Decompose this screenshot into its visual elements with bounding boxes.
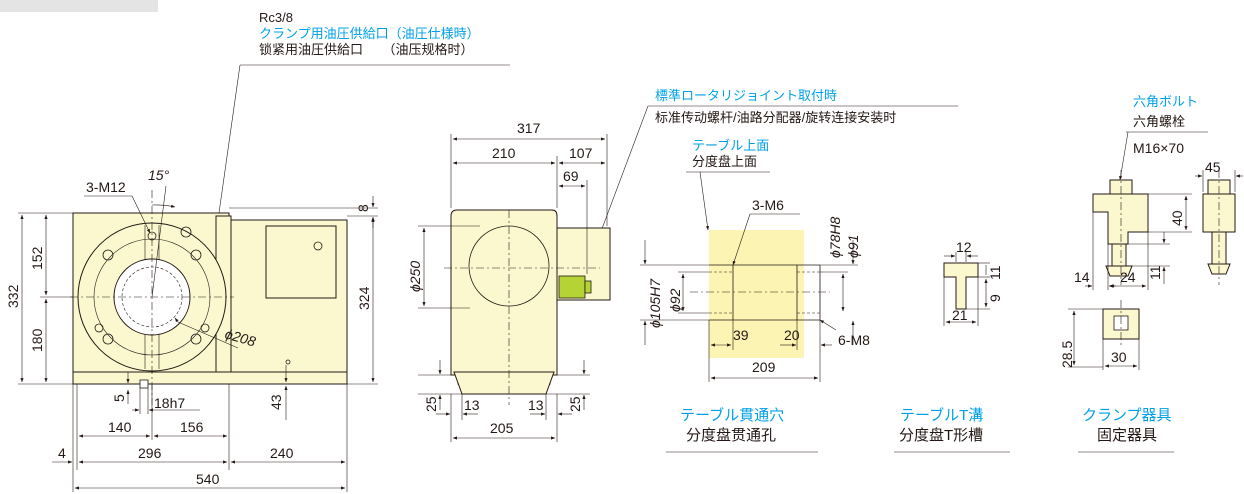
dim-side-total: 317 (517, 120, 541, 136)
side-foot (453, 371, 555, 395)
port-label-jp: クランプ用油圧供給口（油圧仕様時） (259, 26, 480, 41)
clamp-dim-c: 11 (1147, 265, 1163, 280)
clamp-block (1092, 193, 1149, 245)
dia-bore: ϕ92 (667, 288, 683, 312)
dim-lower: 180 (29, 328, 45, 352)
side-body (450, 209, 558, 376)
dim-foot-w-right: 13 (528, 397, 544, 413)
hole-caption-cn: 分度盘贯通孔 (686, 426, 776, 444)
clamp-dim-d: 28.5 (1059, 341, 1075, 368)
clamp-dim-e: 30 (1111, 349, 1127, 365)
dim-slot-width: 18h7 (154, 395, 185, 411)
t-caption-cn: 分度盘T形槽 (899, 426, 983, 444)
angle-label: 15° (148, 167, 170, 183)
bolt-jp: 六角ボルト (1133, 94, 1198, 109)
hole-caption-jp: テーブル貫通穴 (680, 406, 784, 424)
bolt-cn: 六角螺栓 (1133, 114, 1185, 129)
bolt-label: 3-M12 (86, 179, 126, 195)
surface-cn: 分度盘上面 (692, 154, 757, 169)
hole-highlight (709, 230, 804, 358)
clamp-dim-height: 40 (1169, 210, 1185, 226)
motor-cover (265, 225, 337, 299)
rotary-joint-jp: 標準ロータリジョイント取付時 (655, 88, 837, 103)
dim-upper: 152 (29, 246, 45, 270)
t-slot-shape (943, 262, 979, 310)
t-caption-jp: テーブルT溝 (900, 406, 983, 424)
tap-bottom: 6-M8 (838, 332, 870, 348)
dim-height-total: 332 (5, 284, 21, 308)
clamp-dim-b: 24 (1120, 269, 1136, 285)
dim-right-height: 324 (356, 286, 372, 310)
dim-foot-right: 25 (567, 396, 583, 412)
dim-hole-length: 209 (752, 359, 776, 375)
dim-table-width: 296 (138, 445, 162, 461)
dim-foot-left: 25 (423, 396, 439, 412)
dim-edge: 4 (58, 445, 66, 461)
dim-foot-w-left: 13 (464, 397, 480, 413)
header-tab (0, 0, 158, 12)
t-dim-width: 21 (952, 307, 968, 323)
t-slot-detail: 12 11 9 21 テーブルT溝 分度盘T形槽 (894, 239, 1010, 453)
dim-side-diameter: ϕ250 (407, 261, 423, 292)
dia-right-2: ϕ91 (845, 235, 861, 258)
port-spec: Rc3/8 (259, 10, 293, 25)
bolt-spec: M16×70 (1133, 140, 1184, 156)
rotary-joint (558, 275, 586, 299)
dim-slot-offset: 5 (111, 394, 127, 402)
dia-right-1: ϕ78H8 (827, 217, 843, 258)
clamp-detail: 六角ボルト 六角螺栓 M16×70 45 40 11 (1059, 94, 1243, 453)
dim-side-base: 205 (490, 420, 514, 436)
dim-hole-right: 20 (784, 327, 800, 343)
tap-top: 3-M6 (752, 197, 784, 213)
clamp-caption-cn: 固定器具 (1097, 427, 1157, 444)
bolt-hole-2 (94, 323, 104, 333)
dim-hole-left: 39 (733, 327, 749, 343)
surface-jp: テーブル上面 (692, 138, 769, 153)
bolt-hole-3 (200, 323, 210, 333)
port-label-cn: 锁紧用油圧供給口 （油压规格时） (259, 42, 474, 57)
rotary-joint-cn: 标准传动螺杆/油路分配器/旋转连接安装时 (655, 110, 896, 125)
clamp-dim-a: 14 (1074, 269, 1090, 285)
dim-side-joint-inner: 69 (563, 168, 579, 184)
clamp-dim-width: 45 (1205, 159, 1221, 175)
clamp-caption-jp: クランプ器具 (1082, 407, 1172, 424)
dim-top-gap: 8 (355, 204, 371, 212)
dim-side-joint: 107 (569, 145, 593, 161)
dim-overall-width: 540 (196, 471, 220, 487)
dim-motor-width: 240 (270, 445, 294, 461)
dim-right-width: 156 (180, 419, 204, 435)
t-dim-depth-1: 11 (987, 265, 1003, 280)
t-dim-top: 12 (956, 239, 972, 255)
dim-base-offset: 43 (268, 394, 284, 410)
port-callout: Rc3/8 クランプ用油圧供給口（油圧仕様時） 锁紧用油圧供給口 （油压规格时） (216, 10, 510, 221)
front-view: 15° 3-M12 ϕ208 332 152 180 8 324 43 5 (5, 167, 378, 492)
through-hole-detail: テーブル上面 分度盘上面 3-M6 ϕ105H7 ϕ92 ϕ78H8 ϕ9 (640, 138, 870, 453)
dia-outer: ϕ105H7 (647, 278, 663, 328)
dim-side-main: 210 (492, 145, 516, 161)
t-dim-depth-2: 9 (987, 294, 1003, 302)
side-view: 標準ロータリジョイント取付時 标准传动螺杆/油路分配器/旋转连接安装时 317 … (407, 88, 958, 442)
dim-left-width: 140 (108, 419, 132, 435)
base (72, 371, 348, 385)
